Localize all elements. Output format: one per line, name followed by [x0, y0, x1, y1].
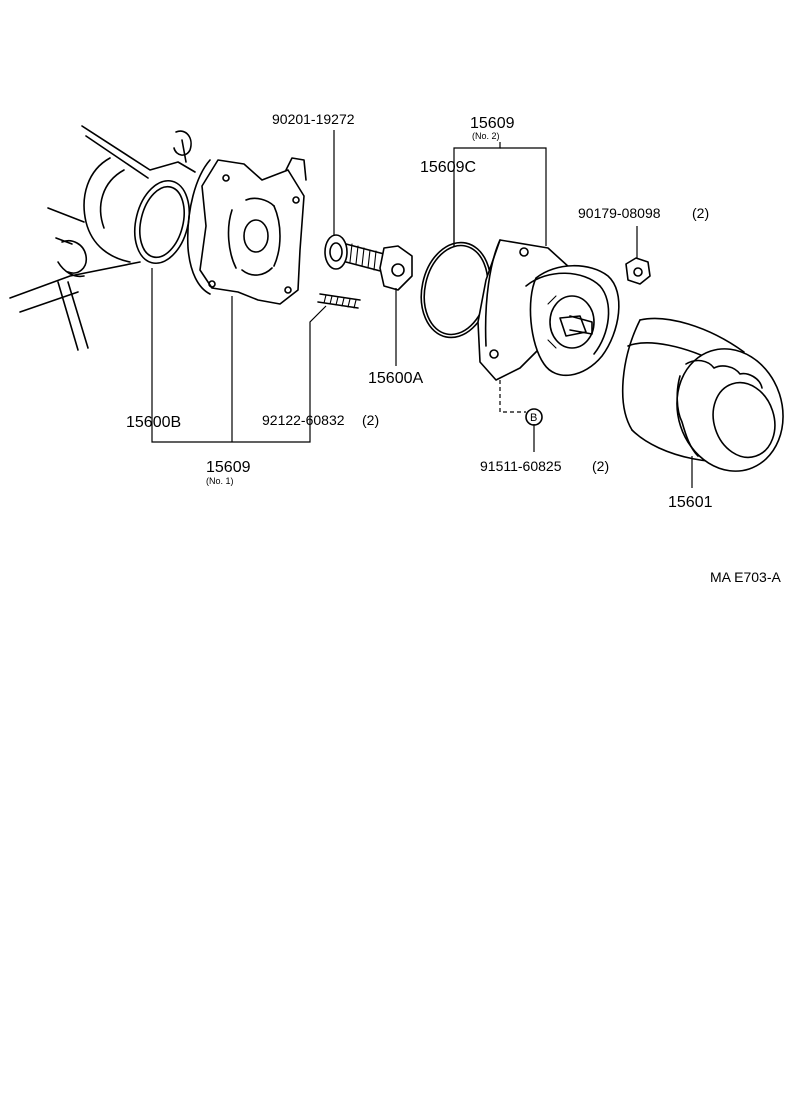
stud-92122-drawing [317, 293, 361, 309]
adapter-plate-no1-drawing [186, 157, 307, 305]
filter-bracket-no2-drawing [477, 239, 620, 381]
label-15609-no2: 15609 [470, 115, 515, 132]
label-91511-qty: (2) [592, 458, 609, 474]
label-90179-qty: (2) [692, 205, 709, 221]
label-15609-no1-sub: (No. 1) [206, 476, 234, 486]
label-15600A: 15600A [368, 370, 423, 387]
label-15609-no2-sub: (No. 2) [472, 131, 500, 141]
ref-B-circle [525, 408, 543, 426]
part-labels: 90201-19272 15609 (No. 2) 15609C 90179-0… [126, 111, 781, 585]
label-92122-60832: 92122-60832 [262, 412, 345, 428]
leader-lines [151, 130, 693, 488]
union-bolt-15600A-drawing [345, 243, 413, 291]
gasket-15600B-drawing [134, 179, 190, 265]
label-15609C: 15609C [420, 159, 476, 176]
label-90179-08098: 90179-08098 [578, 205, 661, 221]
label-15600B: 15600B [126, 414, 181, 431]
label-15601: 15601 [668, 494, 713, 511]
ref-B-label: B [530, 412, 537, 424]
label-15609-no1: 15609 [206, 459, 251, 476]
washer-90201-drawing [324, 234, 348, 270]
label-90201-19272: 90201-19272 [272, 111, 355, 127]
oil-filter-15601-drawing [621, 317, 784, 472]
label-92122-qty: (2) [362, 412, 379, 428]
label-91511-60825: 91511-60825 [480, 458, 562, 474]
engine-block-drawing [9, 125, 196, 351]
nut-90179-drawing [625, 257, 651, 285]
figure-code: MA E703-A [710, 569, 781, 585]
